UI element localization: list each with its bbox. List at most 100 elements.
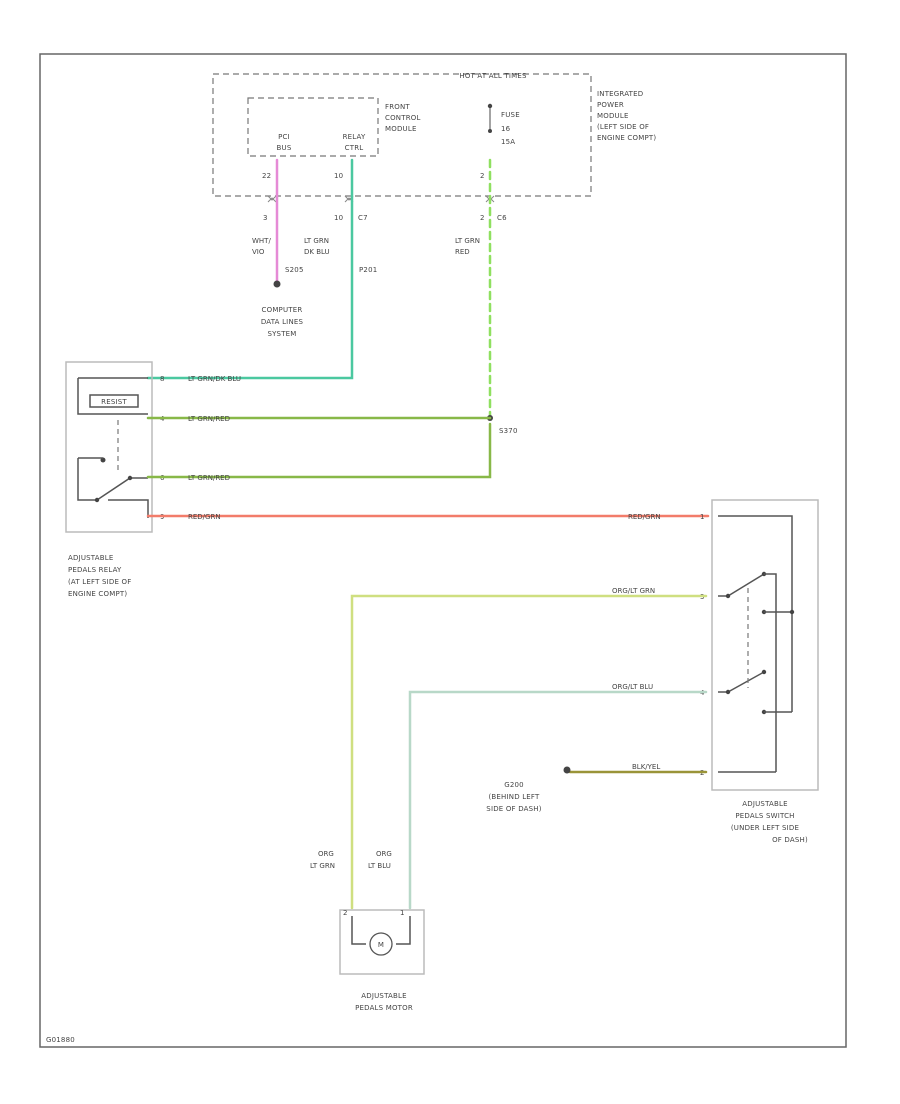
svg-text:SIDE OF DASH): SIDE OF DASH)	[486, 805, 541, 813]
adjustable-pedals-relay-box	[65, 361, 153, 533]
pin-fuse-bot: 2	[480, 214, 485, 222]
outer-frame	[39, 53, 847, 1048]
wire-r2-label: LT GRN/RED	[188, 415, 230, 423]
figure-id: G01880	[46, 1036, 75, 1044]
motor-symbol: M	[378, 941, 384, 949]
svg-text:ENGINE COMPT): ENGINE COMPT)	[597, 134, 656, 142]
adjustable-pedals-switch-box	[711, 499, 819, 791]
wire-fuse-label: LT GRN RED	[455, 237, 480, 256]
svg-text:LT GRN: LT GRN	[455, 237, 480, 245]
svg-text:16: 16	[501, 125, 511, 133]
relay-label: ADJUSTABLE PEDALS RELAY (AT LEFT SIDE OF…	[68, 554, 132, 598]
relay-ctrl-label: RELAY CTRL	[343, 133, 366, 152]
front-control-module-box	[247, 97, 379, 157]
wire-relay-ctrl-label: LT GRN DK BLU	[304, 237, 330, 256]
computer-data-lines-label: COMPUTER DATA LINES SYSTEM	[261, 306, 304, 338]
svg-text:WHT/: WHT/	[252, 237, 271, 245]
svg-text:LT BLU: LT BLU	[368, 862, 391, 870]
wire-blk-yel-label: BLK/YEL	[632, 763, 660, 771]
svg-text:RELAY: RELAY	[343, 133, 366, 141]
svg-text:ORG: ORG	[318, 850, 334, 858]
fcm-label: FRONT CONTROL MODULE	[385, 103, 421, 133]
relay-pin-1: 8	[160, 375, 165, 383]
svg-text:ADJUSTABLE: ADJUSTABLE	[68, 554, 113, 562]
svg-text:(AT LEFT SIDE OF: (AT LEFT SIDE OF	[68, 578, 132, 586]
wire-r3	[146, 422, 492, 479]
fuse-16: FUSE 16 15A	[487, 103, 520, 146]
relay-internals: RESIST	[77, 377, 149, 518]
svg-text:DATA LINES: DATA LINES	[261, 318, 304, 326]
splice-s205: S205	[285, 266, 304, 274]
connector-chevrons	[267, 195, 495, 203]
svg-text:PEDALS MOTOR: PEDALS MOTOR	[355, 1004, 413, 1012]
wire-r4-switch-label: RED/GRN	[628, 513, 661, 521]
ipm-header: HOT AT ALL TIMES	[459, 72, 527, 80]
splice-s205-dot	[273, 280, 281, 288]
svg-text:15A: 15A	[501, 138, 515, 146]
ground-label: G200 (BEHIND LEFT SIDE OF DASH)	[486, 781, 541, 813]
wire-org-lt-blu-label: ORG/LT BLU	[612, 683, 653, 691]
switch-pin-1: 1	[700, 513, 705, 521]
svg-text:CTRL: CTRL	[345, 144, 364, 152]
splice-s370: S370	[499, 427, 518, 435]
svg-text:FRONT: FRONT	[385, 103, 410, 111]
svg-text:ADJUSTABLE: ADJUSTABLE	[361, 992, 406, 1000]
switch-label: ADJUSTABLE PEDALS SWITCH (UNDER LEFT SID…	[731, 800, 808, 844]
motor-pin-a: 2	[343, 909, 348, 917]
svg-text:MODULE: MODULE	[385, 125, 417, 133]
pin-pci-top: 22	[262, 172, 271, 180]
conn-c6: C6	[497, 214, 507, 222]
wire-r4-label: RED/GRN	[188, 513, 221, 521]
wire-pci-label: WHT/ VIO	[252, 237, 271, 256]
svg-text:DK BLU: DK BLU	[304, 248, 330, 256]
svg-text:OF DASH): OF DASH)	[772, 836, 808, 844]
wire-r3-label: LT GRN/RED	[188, 474, 230, 482]
svg-text:RESIST: RESIST	[101, 398, 127, 406]
motor-pin-b: 1	[400, 909, 405, 917]
svg-text:SYSTEM: SYSTEM	[267, 330, 296, 338]
wire-org-lt-blu	[408, 690, 708, 910]
svg-text:INTEGRATED: INTEGRATED	[597, 90, 643, 98]
pin-fuse-top: 2	[480, 172, 485, 180]
svg-text:RED: RED	[455, 248, 470, 256]
svg-text:(LEFT SIDE OF: (LEFT SIDE OF	[597, 123, 649, 131]
motor-label: ADJUSTABLE PEDALS MOTOR	[355, 992, 413, 1012]
svg-text:ENGINE COMPT): ENGINE COMPT)	[68, 590, 127, 598]
ipm-label: INTEGRATED POWER MODULE (LEFT SIDE OF EN…	[597, 90, 656, 142]
svg-text:FUSE: FUSE	[501, 111, 520, 119]
pin-relay-bot: 10	[334, 214, 343, 222]
svg-text:ORG: ORG	[376, 850, 392, 858]
svg-text:COMPUTER: COMPUTER	[262, 306, 303, 314]
motor-internals: M	[351, 916, 411, 956]
wire-motor-b-label: ORG LT BLU	[368, 850, 392, 870]
svg-text:LT GRN: LT GRN	[304, 237, 329, 245]
ground-g200-dot	[563, 766, 571, 774]
wire-motor-a-label: ORG LT GRN	[310, 850, 335, 870]
svg-text:VIO: VIO	[252, 248, 265, 256]
wire-relay-ctrl	[146, 158, 354, 380]
conn-c7: C7	[358, 214, 368, 222]
svg-text:PCI: PCI	[278, 133, 290, 141]
pin-pci-bot: 3	[263, 214, 268, 222]
svg-text:BUS: BUS	[277, 144, 292, 152]
wire-r1-label: LT GRN/DK BLU	[188, 375, 241, 383]
adjustable-pedals-motor-box	[339, 909, 425, 975]
svg-text:(BEHIND LEFT: (BEHIND LEFT	[488, 793, 540, 801]
svg-text:MODULE: MODULE	[597, 112, 629, 120]
svg-text:LT GRN: LT GRN	[310, 862, 335, 870]
svg-text:POWER: POWER	[597, 101, 624, 109]
svg-text:ADJUSTABLE: ADJUSTABLE	[742, 800, 787, 808]
wire-org-lt-grn-label: ORG/LT GRN	[612, 587, 655, 595]
pci-bus-label: PCI BUS	[277, 133, 292, 152]
wire-org-lt-grn	[350, 594, 708, 910]
svg-text:CONTROL: CONTROL	[385, 114, 421, 122]
svg-text:(UNDER LEFT SIDE: (UNDER LEFT SIDE	[731, 824, 799, 832]
pin-relay-top: 10	[334, 172, 343, 180]
connector-p201: P201	[359, 266, 377, 274]
svg-text:PEDALS RELAY: PEDALS RELAY	[68, 566, 122, 574]
svg-text:PEDALS SWITCH: PEDALS SWITCH	[735, 812, 794, 820]
switch-internals	[718, 515, 795, 773]
svg-text:G200: G200	[504, 781, 524, 789]
